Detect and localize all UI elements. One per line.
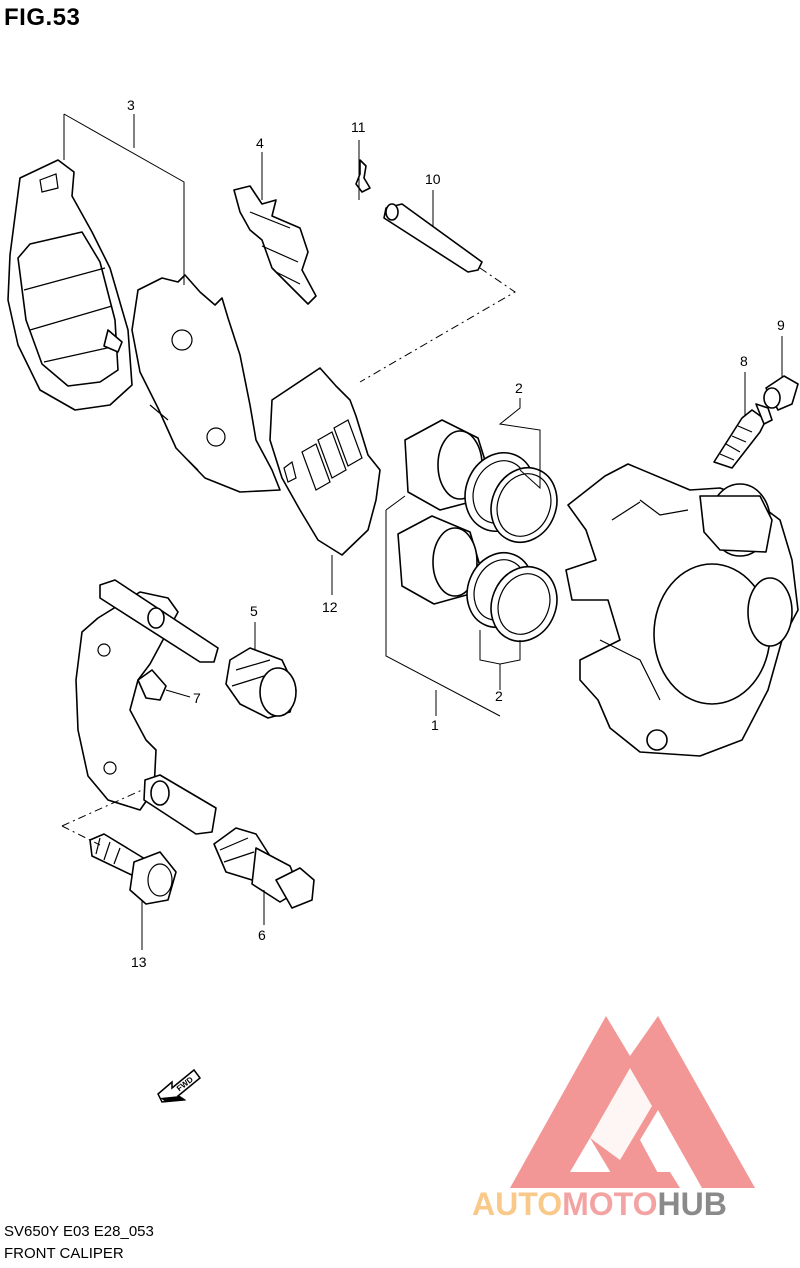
part-7-bracket-clip: [137, 669, 167, 701]
callout-10: 10: [425, 171, 441, 187]
figure-title: FIG.53: [4, 4, 81, 31]
part-10-pad-pin: [359, 203, 516, 383]
part-12-pad-shim: [269, 367, 381, 556]
part-9-bleeder-cap: [763, 375, 799, 411]
part-4-pad-spring: [233, 185, 317, 305]
leader-lines: [61, 113, 783, 950]
callout-9: 9: [777, 317, 785, 333]
part-5-boot: [225, 647, 297, 719]
figure-name: FRONT CALIPER: [4, 1245, 124, 1262]
callout-2-upper: 2: [515, 380, 523, 396]
callout-numbers: 3 4 11 10 9 8 2 2 1 12 5 7 6 13: [127, 97, 785, 970]
automotohub-logo-text: AUTOMOTOHUB: [472, 1186, 727, 1223]
part-6-slide-pin: [213, 827, 315, 909]
callout-4: 4: [256, 135, 264, 151]
callout-8: 8: [740, 353, 748, 369]
callout-5: 5: [250, 603, 258, 619]
logo-text-moto: MOTO: [562, 1186, 658, 1222]
callout-2-lower: 2: [495, 688, 503, 704]
callout-12: 12: [322, 599, 338, 615]
caliper-body: [565, 463, 799, 757]
callout-1: 1: [431, 717, 439, 733]
part-13-bolt: [89, 833, 177, 905]
part-11-clip: [355, 159, 371, 193]
automotohub-logo-mark: [510, 1016, 755, 1188]
logo-text-auto: AUTO: [472, 1186, 563, 1222]
callout-3: 3: [127, 97, 135, 113]
callout-13: 13: [131, 954, 147, 970]
logo-text-hub: HUB: [657, 1186, 727, 1222]
part-8-bleeder-valve: [713, 403, 773, 469]
figure-code: SV650Y E03 E28_053: [4, 1223, 154, 1240]
caliper-bracket: [75, 579, 219, 835]
fwd-arrow: FWD: [157, 1068, 202, 1103]
callout-7: 7: [193, 690, 201, 706]
callout-11: 11: [351, 119, 366, 135]
callout-6: 6: [258, 927, 266, 943]
part-3-brake-pads: [7, 159, 281, 493]
